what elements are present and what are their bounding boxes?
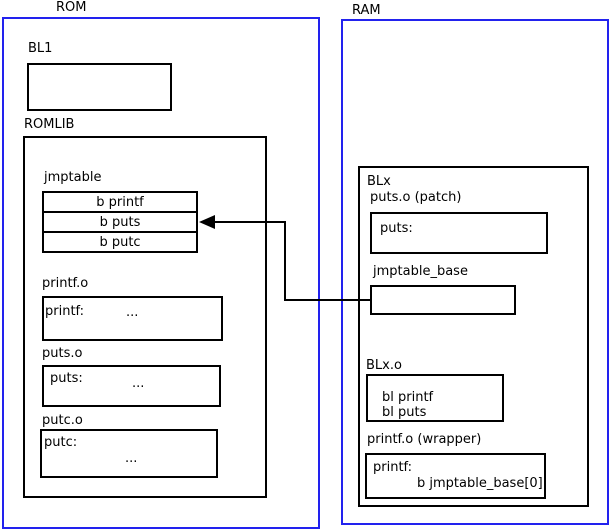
blx-o-line-bl-puts: bl puts <box>382 405 427 420</box>
blx-o-line-bl-printf: bl printf <box>382 390 434 405</box>
rom-region-label: ROM <box>56 0 87 15</box>
bl1-box <box>27 63 172 111</box>
printf-o-label: printf.o <box>42 276 89 291</box>
blx-o-label: BLx.o <box>366 358 402 373</box>
puts-patch-symbol: puts: <box>380 221 413 236</box>
ram-region-label: RAM <box>352 3 381 18</box>
bl1-label: BL1 <box>28 41 53 56</box>
jmptable-base-label: jmptable_base <box>373 264 468 279</box>
puts-o-patch-box: puts: <box>370 212 548 254</box>
puts-symbol: puts: <box>50 371 83 386</box>
jmptable-row-label: b puts <box>99 214 141 230</box>
putc-body-ellipsis: ... <box>125 451 138 466</box>
blx-o-box: bl printf bl puts <box>366 374 504 422</box>
arrowhead-left-icon <box>199 215 215 229</box>
rom-region-frame <box>2 17 320 529</box>
wrapper-printf-symbol: printf: <box>373 460 413 475</box>
putc-symbol: putc: <box>44 435 78 450</box>
puts-body-ellipsis: ... <box>132 376 145 391</box>
printf-body-ellipsis: ... <box>126 305 139 320</box>
jmptable-row-b-putc: b putc <box>42 231 198 253</box>
puts-o-patch-label: puts.o (patch) <box>370 190 462 205</box>
puts-o-box: puts: ... <box>42 365 221 407</box>
putc-o-box: putc: ... <box>40 429 218 478</box>
ram-region-frame <box>341 19 609 525</box>
arrow-segment-upper-horizontal <box>210 221 286 223</box>
printf-o-box: printf: ... <box>42 296 223 341</box>
jmptable-label: jmptable <box>44 170 102 185</box>
arrow-segment-vertical <box>284 221 286 301</box>
romlib-label: ROMLIB <box>24 117 75 132</box>
jmptable-row-label: b printf <box>96 194 144 210</box>
jmptable-row-b-puts: b puts <box>42 211 198 233</box>
jmptable-row-b-printf: b printf <box>42 191 198 213</box>
wrapper-branch-instruction: b jmptable_base[0] <box>417 476 543 491</box>
printf-o-wrapper-label: printf.o (wrapper) <box>367 432 482 447</box>
putc-o-label: putc.o <box>42 413 83 428</box>
printf-o-wrapper-box: printf: b jmptable_base[0] <box>365 453 546 499</box>
jmptable-row-label: b putc <box>99 234 141 250</box>
jmptable-base-box <box>370 285 516 315</box>
blx-label: BLx <box>367 174 391 189</box>
printf-symbol: printf: <box>45 304 85 319</box>
puts-o-label: puts.o <box>42 346 83 361</box>
arrow-segment-lower-horizontal <box>284 299 370 301</box>
